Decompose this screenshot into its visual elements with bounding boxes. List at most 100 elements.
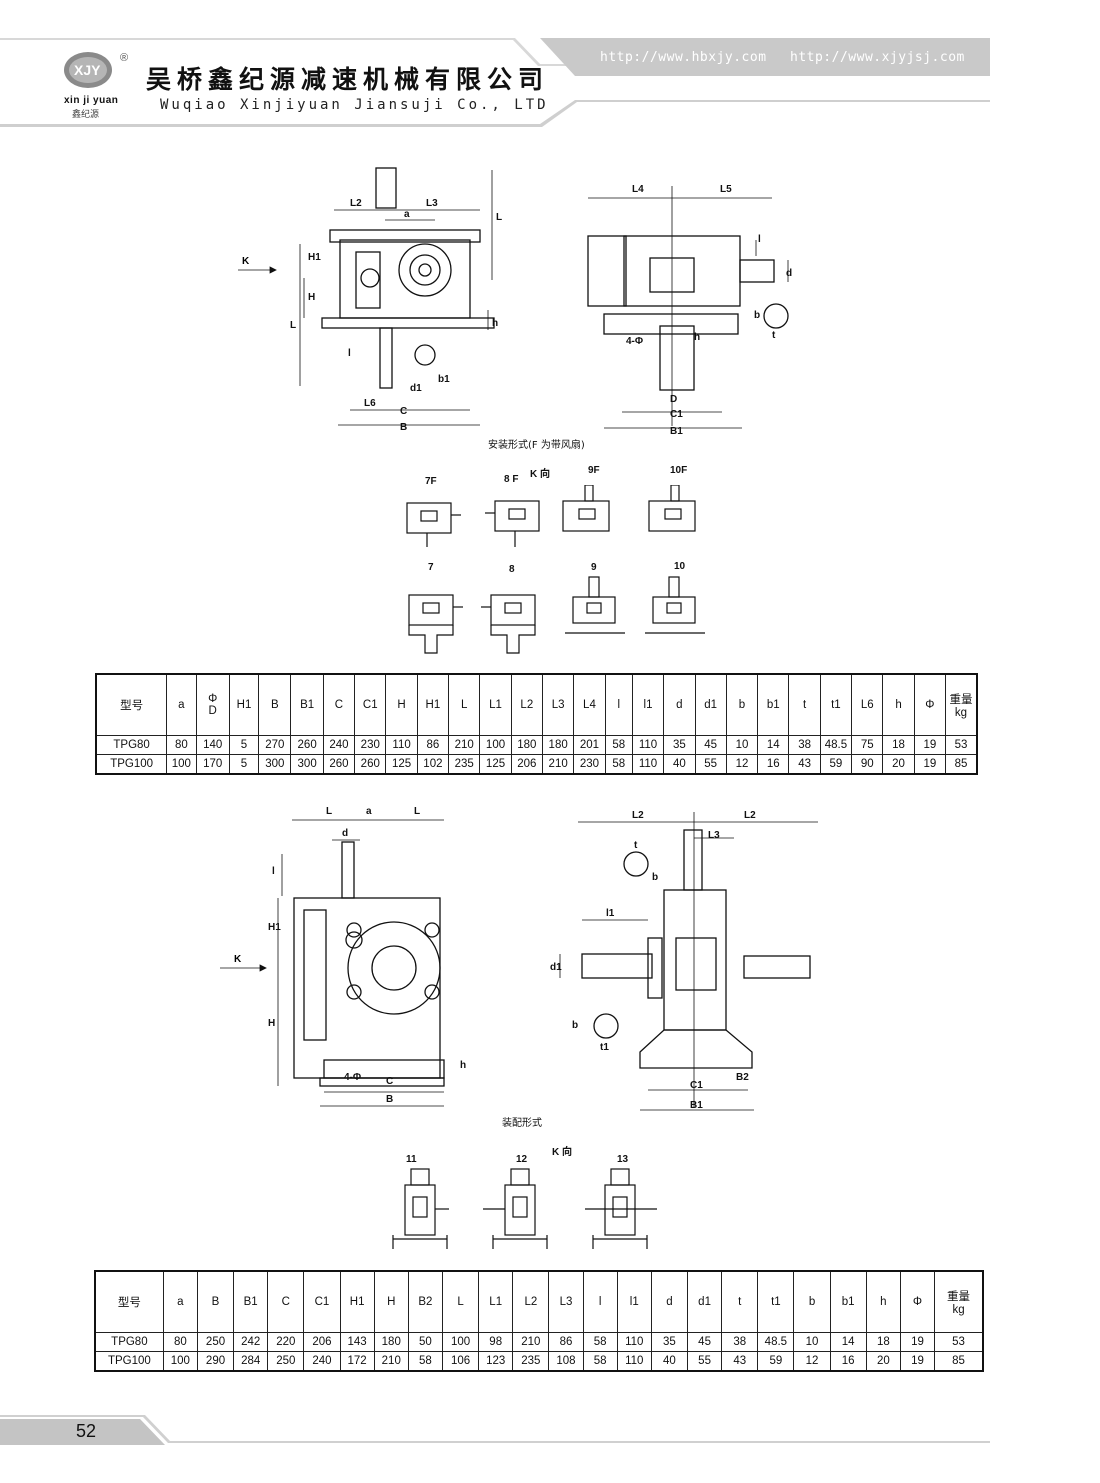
svg-text:a: a xyxy=(404,209,410,220)
website-link-2[interactable]: http://www.xjyjsj.com xyxy=(790,50,965,65)
table-header-cell: H xyxy=(373,1270,409,1333)
table-header-cell: L xyxy=(448,673,481,736)
table-cell: 16 xyxy=(757,754,790,775)
table-cell: 85 xyxy=(934,1351,984,1372)
table-header-cell: d xyxy=(663,673,696,736)
mount-type-label: 7 xyxy=(428,562,434,573)
table-cell: 40 xyxy=(650,1351,689,1372)
table-cell: 180 xyxy=(541,735,575,755)
company-logo: XJY xyxy=(64,52,112,88)
table-cell: 86 xyxy=(416,735,450,755)
table-header-cell: B1 xyxy=(233,1270,269,1333)
table-cell: 220 xyxy=(267,1332,305,1352)
table-header-cell: L3 xyxy=(548,1270,584,1333)
footer-band xyxy=(0,1415,990,1445)
svg-text:l1: l1 xyxy=(606,908,615,919)
table-header-cell: t1 xyxy=(757,1270,795,1333)
table-cell: 210 xyxy=(448,735,481,755)
mount-type-label: 9F xyxy=(588,465,600,476)
table-cell: 19 xyxy=(913,754,947,775)
table-header-cell: d1 xyxy=(686,1270,723,1333)
table-header-cell: d xyxy=(650,1270,689,1333)
table-cell: 123 xyxy=(478,1351,514,1372)
table-header-cell: L1 xyxy=(478,1270,514,1333)
table-header-cell: h xyxy=(865,1270,901,1333)
table-cell: 206 xyxy=(303,1332,341,1352)
svg-text:L3: L3 xyxy=(426,198,438,209)
table-header-cell: L4 xyxy=(573,673,606,736)
table-cell: 110 xyxy=(385,735,418,755)
table-cell: 180 xyxy=(510,735,543,755)
table-header-cell: 型号 xyxy=(95,673,168,736)
table-cell: 20 xyxy=(865,1351,901,1372)
table-header-cell: C1 xyxy=(303,1270,341,1333)
table-cell: 40 xyxy=(663,754,696,775)
table-cell: 260 xyxy=(322,754,356,775)
table-cell: 270 xyxy=(258,735,292,755)
table-cell: 180 xyxy=(373,1332,409,1352)
table-header-cell: Φ D xyxy=(195,673,230,736)
table-cell: 55 xyxy=(694,754,727,775)
table-cell: 172 xyxy=(339,1351,375,1372)
table-header-cell: l1 xyxy=(616,1270,652,1333)
table-cell: 250 xyxy=(196,1332,235,1352)
table-header-cell: a xyxy=(166,673,197,736)
table-header-cell: l1 xyxy=(631,673,665,736)
table-cell: 210 xyxy=(541,754,575,775)
svg-text:d: d xyxy=(342,828,348,839)
table-cell: 110 xyxy=(616,1351,652,1372)
svg-text:t: t xyxy=(634,840,638,851)
table-cell: 230 xyxy=(354,735,387,755)
table-cell: 38 xyxy=(788,735,821,755)
svg-text:B: B xyxy=(386,1094,393,1105)
table-cell: 48.5 xyxy=(819,735,853,755)
table-cell: 242 xyxy=(233,1332,269,1352)
table-header-cell: L3 xyxy=(541,673,575,736)
svg-text:H: H xyxy=(268,1018,275,1029)
table-header-cell: b xyxy=(793,1270,831,1333)
table-header-cell: 型号 xyxy=(94,1270,164,1333)
svg-text:t: t xyxy=(772,330,776,341)
table-cell: 19 xyxy=(913,735,947,755)
table-cell: 110 xyxy=(631,735,665,755)
table-cell: 12 xyxy=(793,1351,831,1372)
svg-text:L2: L2 xyxy=(632,810,644,821)
svg-text:H1: H1 xyxy=(268,922,281,933)
svg-text:L3: L3 xyxy=(708,830,720,841)
table-header-cell: C xyxy=(322,673,356,736)
svg-text:t1: t1 xyxy=(600,1042,609,1053)
svg-text:4-Φ: 4-Φ xyxy=(626,336,643,347)
table-header-cell: L1 xyxy=(479,673,512,736)
table-header-cell: t xyxy=(721,1270,759,1333)
table-cell: 20 xyxy=(882,754,915,775)
table-cell: 18 xyxy=(865,1332,901,1352)
table-header-cell: d1 xyxy=(694,673,727,736)
company-name-en: Wuqiao Xinjiyuan Jiansuji Co., LTD xyxy=(160,97,549,113)
table-cell: TPG100 xyxy=(95,754,168,775)
table-header-cell: l xyxy=(582,1270,618,1333)
section1-view-label: K 向 xyxy=(530,469,550,480)
website-link-1[interactable]: http://www.hbxjy.com xyxy=(600,50,767,65)
page-number: 52 xyxy=(76,1421,97,1441)
registered-mark: ® xyxy=(120,52,129,64)
table-header-cell: H1 xyxy=(416,673,450,736)
mount-type-label: 8 xyxy=(509,564,515,575)
svg-text:C: C xyxy=(386,1076,393,1087)
table-header-cell: B xyxy=(196,1270,235,1333)
table-header-cell: B2 xyxy=(407,1270,443,1333)
table-cell: 110 xyxy=(631,754,665,775)
table-cell: 59 xyxy=(819,754,853,775)
table-cell: 86 xyxy=(548,1332,584,1352)
svg-text:h: h xyxy=(694,332,700,343)
svg-text:a: a xyxy=(366,806,372,817)
table-cell: 19 xyxy=(899,1332,936,1352)
table-cell: 100 xyxy=(441,1332,480,1352)
table-cell: 235 xyxy=(448,754,481,775)
mount-type-label: 13 xyxy=(617,1154,629,1165)
table-cell: 260 xyxy=(354,754,387,775)
table-cell: 106 xyxy=(441,1351,480,1372)
table-cell: 50 xyxy=(407,1332,443,1352)
table-cell: 300 xyxy=(258,754,292,775)
